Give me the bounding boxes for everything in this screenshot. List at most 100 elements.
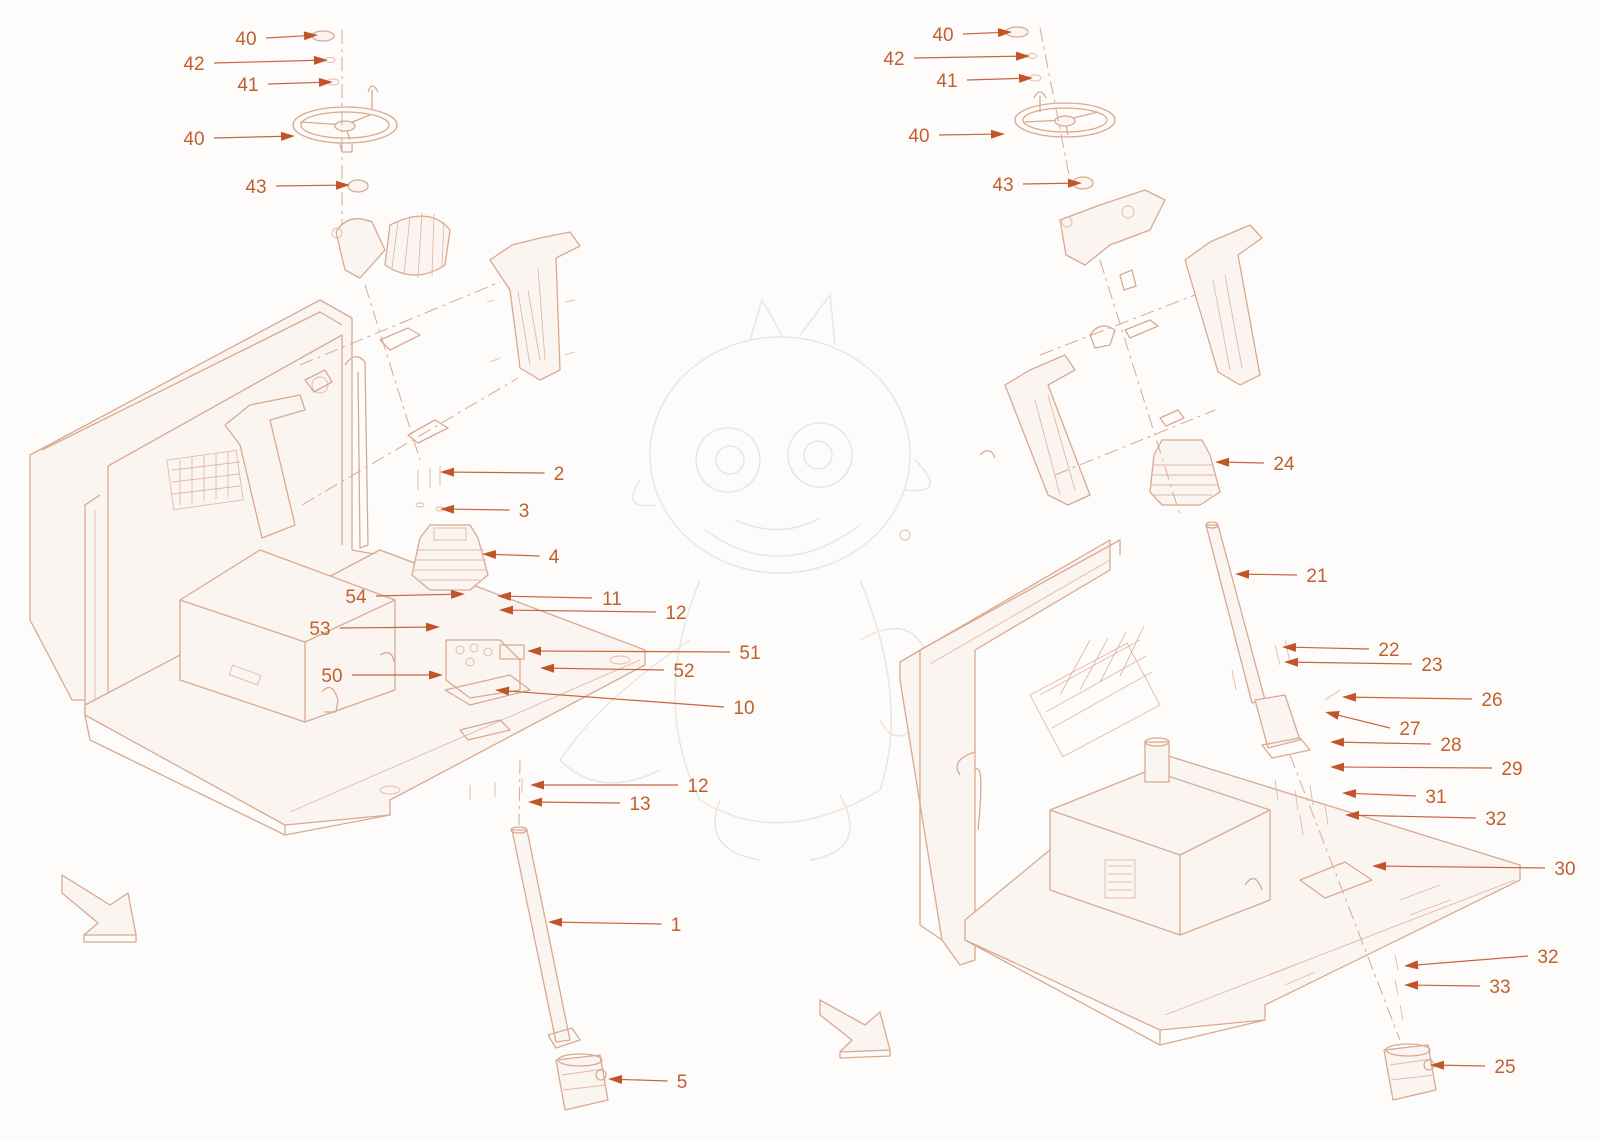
leader-line: [553, 667, 665, 671]
callout-53: 53: [309, 619, 440, 640]
callout-label: 22: [1378, 640, 1399, 661]
callout-40: 40: [932, 25, 1012, 46]
leader-line: [1443, 1064, 1486, 1067]
callout-52: 52: [540, 661, 695, 682]
callout-label: 30: [1554, 859, 1575, 880]
leader-arrowhead-icon: [497, 591, 512, 601]
leader-line: [540, 650, 731, 653]
leader-arrowhead-icon: [990, 129, 1005, 139]
left-assembly: [29, 30, 646, 1111]
callout-32: 32: [1404, 947, 1559, 970]
callout-label: 40: [235, 29, 256, 50]
leader-line: [1343, 766, 1493, 769]
callout-label: 26: [1481, 690, 1502, 711]
callout-label: 54: [345, 587, 367, 608]
leader-arrowhead-icon: [530, 780, 544, 790]
leader-line: [275, 184, 337, 187]
callout-label: 4: [549, 547, 560, 568]
callout-label: 11: [602, 589, 622, 610]
leader-line: [510, 595, 593, 599]
callout-label: 40: [932, 25, 953, 46]
callout-33: 33: [1404, 977, 1511, 998]
leader-arrowhead-icon: [335, 180, 350, 190]
leader-arrowhead-icon: [495, 686, 510, 696]
leader-line: [541, 801, 621, 804]
callout-label: 40: [183, 129, 204, 150]
leader-line: [339, 626, 427, 629]
leader-arrowhead-icon: [1404, 980, 1419, 990]
callout-41: 41: [237, 75, 333, 96]
leader-arrowhead-icon: [1015, 51, 1030, 61]
leader-line: [267, 81, 320, 85]
callout-21: 21: [1235, 566, 1328, 587]
callout-label: 42: [883, 49, 904, 70]
callout-label: 12: [687, 776, 708, 797]
side-panel: [899, 539, 1111, 966]
callout-label: 21: [1306, 566, 1327, 587]
callout-label: 10: [733, 698, 754, 719]
callout-54: 54: [345, 587, 465, 608]
leader-line: [1228, 461, 1265, 464]
callout-51: 51: [527, 643, 761, 664]
direction-arrow-icon: [61, 874, 137, 936]
callout-label: 32: [1537, 947, 1558, 968]
bellows-boot: [1149, 439, 1221, 506]
callout-22: 22: [1282, 640, 1400, 661]
leader-line: [508, 690, 725, 708]
callout-label: 28: [1440, 735, 1461, 756]
callout-label: 41: [237, 75, 258, 96]
leader-line: [1417, 955, 1529, 966]
callout-label: 2: [554, 464, 565, 485]
callout-42: 42: [883, 49, 1030, 70]
callout-5: 5: [608, 1072, 687, 1093]
leader-line: [1385, 865, 1546, 869]
joystick-handle: [489, 231, 581, 381]
steering-wheel: [1014, 91, 1116, 138]
leader-arrowhead-icon: [540, 663, 555, 673]
callout-label: 32: [1485, 809, 1506, 830]
leader-arrowhead-icon: [1404, 960, 1419, 970]
leader-arrowhead-icon: [997, 28, 1012, 38]
leader-line: [1338, 714, 1391, 729]
callout-label: 33: [1489, 977, 1510, 998]
callout-label: 23: [1421, 655, 1442, 676]
valve-assembly: [444, 639, 531, 741]
leader-arrowhead-icon: [1330, 737, 1345, 747]
leader-line: [561, 921, 662, 925]
side-joystick: [224, 394, 306, 539]
leader-arrowhead-icon: [1430, 1060, 1445, 1070]
hydraulic-unit: [555, 1053, 609, 1111]
bellows-boot: [411, 524, 489, 591]
leader-arrowhead-icon: [313, 55, 328, 65]
leader-arrowhead-icon: [429, 670, 443, 680]
leader-arrowhead-icon: [450, 589, 465, 599]
steering-head: [331, 212, 451, 279]
leader-line: [1248, 573, 1298, 576]
steering-wheel: [292, 85, 398, 153]
leader-arrowhead-icon: [440, 504, 455, 514]
callout-32: 32: [1345, 809, 1507, 830]
leader-arrowhead-icon: [528, 797, 543, 807]
leader-line: [495, 553, 540, 557]
leader-line: [213, 59, 315, 64]
leader-line: [966, 77, 1020, 81]
callout-27: 27: [1325, 710, 1421, 740]
leader-arrowhead-icon: [527, 646, 542, 656]
callout-label: 13: [629, 794, 650, 815]
leader-line: [913, 55, 1017, 59]
callout-42: 42: [183, 54, 328, 75]
leader-line: [512, 609, 657, 613]
leader-arrowhead-icon: [1342, 789, 1357, 799]
leader-arrowhead-icon: [1330, 762, 1345, 772]
leader-line: [1295, 646, 1370, 650]
callout-label: 24: [1273, 454, 1295, 475]
steering-column-upper: [1205, 521, 1311, 759]
leader-arrowhead-icon: [608, 1074, 623, 1084]
leader-line: [1343, 741, 1432, 745]
callout-28: 28: [1330, 735, 1462, 756]
callout-label: 1: [671, 915, 682, 936]
callout-43: 43: [992, 175, 1082, 196]
callout-4: 4: [482, 547, 560, 568]
